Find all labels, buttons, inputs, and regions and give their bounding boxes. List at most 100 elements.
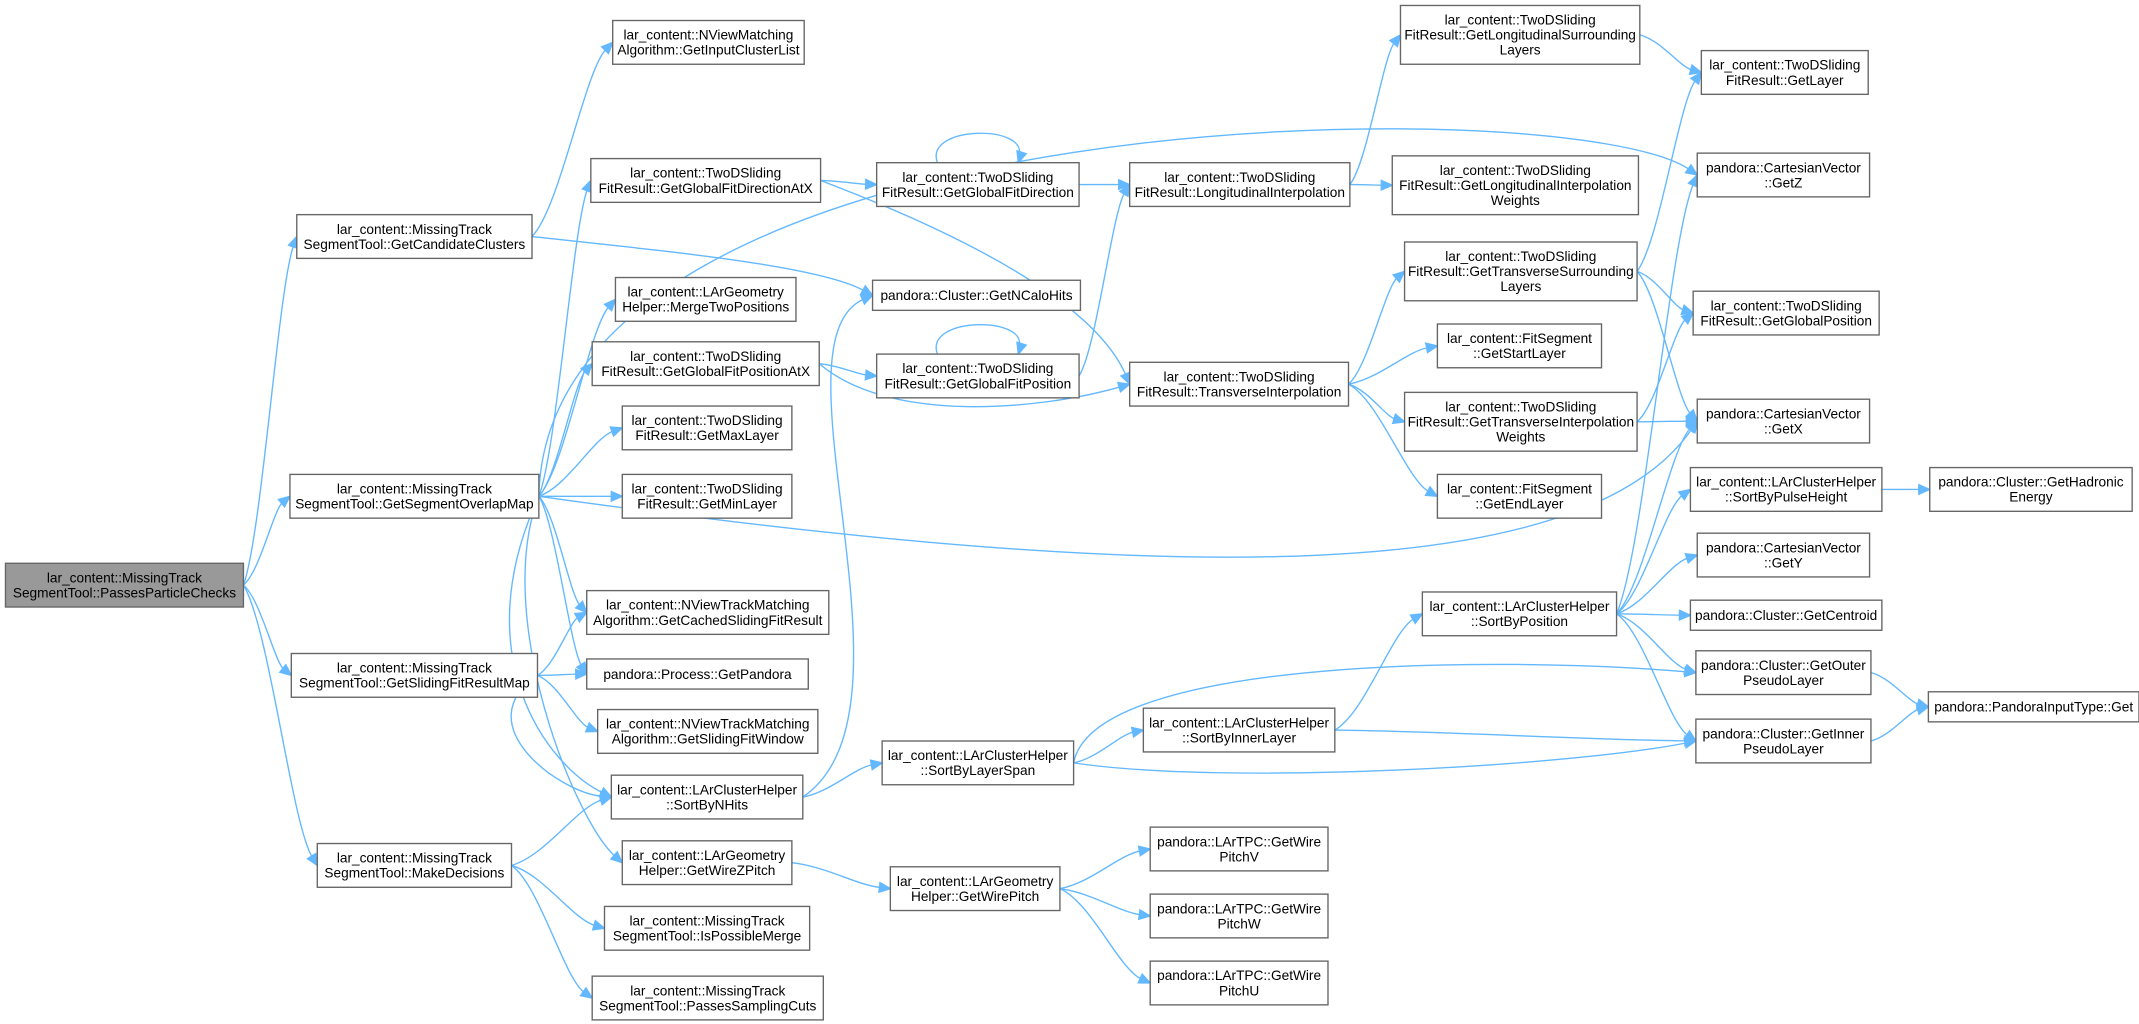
edge-arrowhead: [859, 294, 875, 306]
edge-longitudinal_interpolation-to-get_longitudinal_interpolation_weights: [1349, 179, 1394, 191]
node-cluster-get-centroid[interactable]: pandora::Cluster::GetCentroid: [1689, 599, 1883, 631]
edge-line: [1616, 494, 1684, 615]
node-box: [1421, 591, 1618, 637]
edge-line: [1616, 613, 1681, 616]
node-box: [621, 473, 793, 519]
edge-arrowhead: [1424, 342, 1440, 354]
edge-line: [511, 799, 603, 867]
node-get-max-layer[interactable]: lar_content::TwoDSlidingFitResult::GetMa…: [621, 405, 793, 451]
node-label-line: lar_content::LArClusterHelper: [1429, 599, 1609, 614]
edge-arrowhead: [591, 919, 607, 931]
node-get-pandora[interactable]: pandora::Process::GetPandora: [586, 658, 809, 690]
node-label-line: lar_content::TwoDSliding: [902, 361, 1053, 376]
edge-arrowhead: [600, 41, 614, 55]
node-label-line: FitResult::GetGlobalFitDirection: [882, 185, 1074, 200]
node-label-line: lar_content::LArClusterHelper: [1149, 715, 1329, 730]
node-get-sliding-fit-result-map[interactable]: lar_content::MissingTrackSegmentTool::Ge…: [290, 652, 539, 698]
edge-line: [1636, 270, 1692, 415]
edge-get_segment_overlap_map-to-get_max_layer: [538, 426, 624, 497]
node-cluster-get-n-calo-hits[interactable]: pandora::Cluster::GetNCaloHits: [871, 279, 1082, 312]
node-get-global-fit-position[interactable]: lar_content::TwoDSlidingFitResult::GetGl…: [875, 353, 1080, 399]
edge-line: [1616, 557, 1689, 615]
node-cartesian-get-z[interactable]: pandora::CartesianVector::GetZ: [1696, 152, 1871, 198]
edge-line: [802, 298, 865, 798]
node-label-line: lar_content::LArGeometry: [897, 874, 1054, 889]
node-sort-by-position[interactable]: lar_content::LArClusterHelper::SortByPos…: [1421, 591, 1618, 637]
edge-get_transverse_interpolation_weights-to-get_global_position: [1636, 311, 1695, 423]
node-label-line: lar_content::MissingTrack: [630, 914, 785, 929]
node-box: [1696, 532, 1871, 578]
edge-get_sliding_fit_result_map-to-get_sliding_fit_window: [537, 674, 600, 733]
node-label-line: lar_content::TwoDSliding: [1164, 170, 1315, 185]
node-pandora-input-type-get[interactable]: pandora::PandoraInputType::Get: [1927, 691, 2139, 723]
node-get-transverse-interpolation-weights[interactable]: lar_content::TwoDSlidingFitResult::GetTr…: [1403, 391, 1638, 452]
node-label-line: pandora::CartesianVector: [1706, 406, 1861, 421]
edges-layer: [242, 33, 1932, 1000]
node-label-line: lar_content::NViewTrackMatching: [606, 717, 809, 732]
node-get-global-fit-direction-at-x[interactable]: lar_content::TwoDSlidingFitResult::GetGl…: [590, 157, 822, 204]
node-get-candidate-clusters[interactable]: lar_content::MissingTrackSegmentTool::Ge…: [296, 213, 533, 260]
node-get-wire-z-pitch[interactable]: lar_content::LArGeometryHelper::GetWireZ…: [621, 840, 793, 886]
node-get-cached-sliding-fit-result[interactable]: lar_content::NViewTrackMatchingAlgorithm…: [586, 589, 830, 636]
node-longitudinal-interpolation[interactable]: lar_content::TwoDSlidingFitResult::Longi…: [1128, 162, 1351, 208]
node-transverse-interpolation[interactable]: lar_content::TwoDSlidingFitResult::Trans…: [1128, 361, 1350, 407]
node-label-line: lar_content::FitSegment: [1447, 331, 1592, 346]
edge-line: [791, 861, 881, 889]
edge-arrowhead: [1391, 270, 1406, 284]
node-get-transverse-surrounding-layers[interactable]: lar_content::TwoDSlidingFitResult::GetTr…: [1403, 241, 1638, 302]
node-get-global-fit-position-at-x[interactable]: lar_content::TwoDSlidingFitResult::GetGl…: [591, 341, 820, 387]
node-merge-two-positions[interactable]: lar_content::LArGeometryHelper::MergeTwo…: [614, 276, 797, 322]
edge-get_global_fit_position_at_x-to-get_global_fit_position: [819, 362, 879, 381]
node-sort-by-inner-layer[interactable]: lar_content::LArClusterHelper::SortByInn…: [1142, 707, 1336, 753]
edge-make_decisions-to-sort_by_n_hits: [511, 794, 613, 867]
edge-line: [1639, 34, 1693, 71]
edge-line: [511, 864, 596, 927]
node-get-global-position[interactable]: lar_content::TwoDSlidingFitResult::GetGl…: [1692, 290, 1880, 336]
edge-line: [1870, 708, 1920, 742]
node-label-line: ::GetX: [1764, 421, 1803, 436]
node-make-decisions[interactable]: lar_content::MissingTrackSegmentTool::Ma…: [316, 842, 513, 888]
node-sort-by-n-hits[interactable]: lar_content::LArClusterHelper::SortByNHi…: [610, 774, 804, 820]
node-label-line: FitResult::GetLongitudinalInterpolation: [1399, 178, 1631, 193]
node-label-line: lar_content::NViewTrackMatching: [606, 598, 809, 613]
edge-line: [1349, 183, 1383, 186]
node-box: [596, 708, 819, 754]
node-label-line: FitResult::GetGlobalFitDirectionAtX: [599, 181, 813, 196]
node-nview-get-input-cluster-list[interactable]: lar_content::NViewMatchingAlgorithm::Get…: [612, 19, 805, 65]
node-sort-by-layer-span[interactable]: lar_content::LArClusterHelper::SortByLay…: [881, 740, 1075, 786]
node-get-layer[interactable]: lar_content::TwoDSlidingFitResult::GetLa…: [1700, 49, 1869, 96]
edge-arrowhead: [1680, 303, 1695, 316]
node-sort-by-pulse-height[interactable]: lar_content::LArClusterHelper::SortByPul…: [1689, 466, 1883, 512]
node-box: [1696, 152, 1871, 198]
node-get-longitudinal-surrounding-layers[interactable]: lar_content::TwoDSlidingFitResult::GetLo…: [1399, 4, 1641, 65]
node-passes-particle-checks[interactable]: lar_content::MissingTrackSegmentTool::Pa…: [4, 562, 245, 608]
node-get-segment-overlap-map[interactable]: lar_content::MissingTrackSegmentTool::Ge…: [289, 473, 540, 519]
node-get-longitudinal-interpolation-weights[interactable]: lar_content::TwoDSlidingFitResult::GetLo…: [1391, 155, 1640, 216]
edge-get_longitudinal_surrounding_layers-to-get_layer: [1639, 34, 1704, 76]
edge-arrowhead: [1137, 845, 1152, 857]
node-box: [614, 276, 797, 322]
node-fit-segment-get-end-layer[interactable]: lar_content::FitSegment::GetEndLayer: [1436, 473, 1603, 519]
edge-sort_by_inner_layer-to-cluster_get_inner_pseudo_layer: [1334, 729, 1698, 747]
node-get-global-fit-direction[interactable]: lar_content::TwoDSlidingFitResult::GetGl…: [875, 162, 1080, 208]
node-label-line: lar_content::TwoDSliding: [630, 166, 781, 181]
node-passes-sampling-cuts[interactable]: lar_content::MissingTrackSegmentTool::Pa…: [591, 975, 825, 1021]
node-cartesian-get-y[interactable]: pandora::CartesianVector::GetY: [1696, 532, 1871, 578]
node-get-min-layer[interactable]: lar_content::TwoDSlidingFitResult::GetMi…: [621, 473, 793, 519]
edge-arrowhead: [1684, 419, 1699, 434]
node-box: [1436, 323, 1603, 369]
node-cartesian-get-x[interactable]: pandora::CartesianVector::GetX: [1696, 398, 1871, 444]
node-fit-segment-get-start-layer[interactable]: lar_content::FitSegment::GetStartLayer: [1436, 323, 1603, 369]
node-get-sliding-fit-window[interactable]: lar_content::NViewTrackMatchingAlgorithm…: [596, 708, 819, 754]
node-get-wire-pitch[interactable]: lar_content::LArGeometryHelper::GetWireP…: [889, 866, 1061, 912]
node-is-possible-merge[interactable]: lar_content::MissingTrackSegmentTool::Is…: [603, 905, 811, 951]
edge-line: [531, 235, 865, 292]
edge-line: [242, 584, 285, 670]
edge-line: [524, 496, 616, 857]
